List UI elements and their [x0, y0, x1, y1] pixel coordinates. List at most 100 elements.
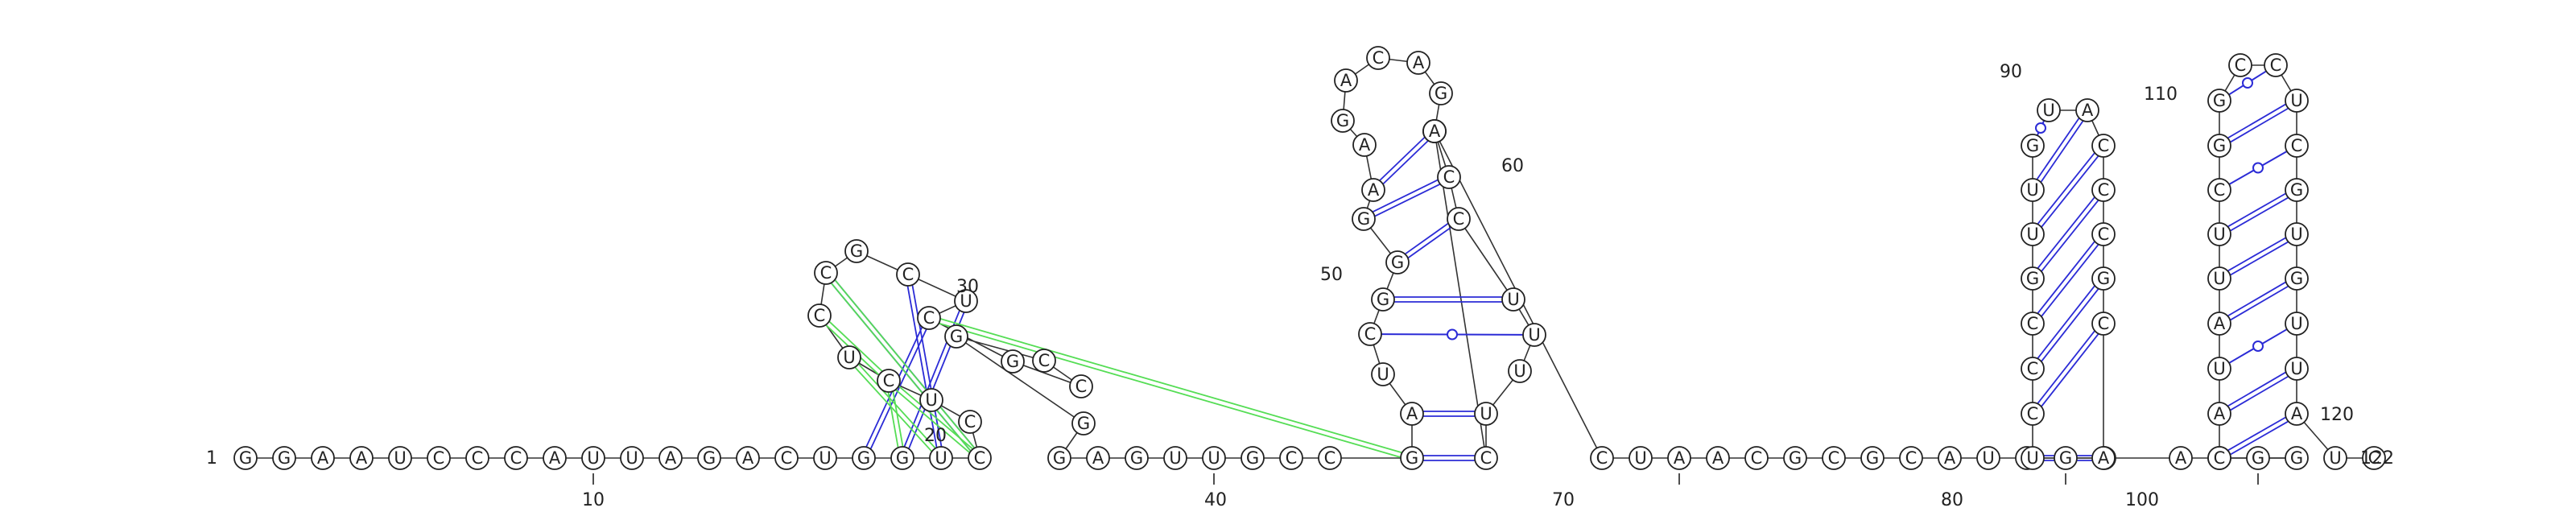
nucleotide-circle [2091, 446, 2116, 470]
nucleotide: U [2285, 312, 2309, 336]
nucleotide-letter: A [1429, 122, 1441, 141]
nucleotide-letter: U [2026, 180, 2038, 200]
nucleotide-letter: G [703, 448, 716, 468]
nucleotide-circle [1032, 349, 1056, 373]
nucleotide-letter: C [1751, 448, 1763, 468]
base-pair-bond [1374, 184, 1441, 217]
nucleotide: U [1202, 446, 1226, 470]
nucleotide-circle [2362, 446, 2386, 470]
nucleotide-letter: U [819, 448, 831, 468]
nucleotide: C [2091, 178, 2116, 202]
nucleotide-letter: C [1905, 448, 1918, 468]
nucleotide-circle [2207, 89, 2231, 113]
nucleotide: C [2264, 53, 2288, 77]
nucleotide: A [1334, 68, 1358, 93]
nucleotide-letter: A [665, 448, 677, 468]
nucleotide-circle [1318, 446, 1342, 470]
nucleotide-letter: C [964, 412, 976, 431]
nucleotide: U [581, 446, 605, 470]
nucleotide: U [2285, 222, 2309, 246]
nucleotide-letter: U [2290, 225, 2302, 244]
nucleotide-circle [929, 446, 953, 470]
nucleotide: A [2285, 402, 2309, 426]
nucleotide-circle [1334, 68, 1358, 93]
base-pair-bond [2041, 155, 2099, 228]
nucleotide-circle [2285, 89, 2309, 113]
nucleotide-letter: C [2235, 56, 2247, 75]
position-number-label: 120 [2320, 405, 2354, 425]
nucleotide-letter: C [974, 448, 986, 468]
nucleotide: C [2285, 134, 2309, 158]
position-number-label: 100 [2125, 490, 2159, 510]
position-number-label: 122 [2360, 448, 2394, 469]
nucleotide: G [1071, 411, 1096, 436]
nucleotide-letter: G [1053, 448, 1066, 468]
nucleotide: U [929, 446, 953, 470]
nucleotide-circle [1352, 133, 1377, 157]
nucleotide-letter: C [1828, 448, 1840, 468]
nucleotide-circle [877, 369, 901, 393]
nucleotide-circle [1899, 446, 1923, 470]
nucleotide: A [1361, 178, 1385, 202]
base-pair-bond [2230, 241, 2289, 276]
pseudoknot-bond [854, 366, 933, 452]
nucleotide-circle [1629, 446, 1653, 470]
wobble-pair-marker [2242, 77, 2253, 89]
nucleotide-circle [1069, 374, 1093, 398]
nucleotide-letter: U [960, 291, 972, 311]
nucleotide: C [2207, 178, 2231, 202]
nucleotide-circle [1783, 446, 1807, 470]
nucleotide-letter: G [1246, 448, 1259, 468]
nucleotide: G [2207, 134, 2231, 158]
nucleotide-letter: U [925, 390, 937, 410]
nucleotide-letter: G [239, 448, 252, 468]
nucleotide-letter: G [1866, 448, 1879, 468]
base-pair-bond [2227, 371, 2286, 407]
nucleotide: C [2021, 312, 2045, 336]
nucleotide-circle [1358, 322, 1382, 346]
base-pair-bond [2230, 420, 2289, 456]
nucleotide-circle [2246, 446, 2270, 470]
nucleotide-circle [543, 446, 567, 470]
nucleotide-letter: G [2059, 448, 2072, 468]
nucleotide-circle [1474, 402, 1498, 426]
nucleotide-letter: G [2097, 269, 2110, 288]
nucleotide-letter: C [2368, 448, 2380, 468]
nucleotide-circle [2054, 446, 2078, 470]
nucleotide-circle [1522, 323, 1546, 347]
nucleotide-circle [954, 289, 978, 313]
pseudoknot-bond [935, 410, 972, 452]
nucleotide-letter: U [2213, 225, 2225, 244]
nucleotide: U [2285, 357, 2309, 381]
nucleotide-letter: U [2329, 448, 2341, 468]
base-pair-bond [2227, 192, 2286, 228]
nucleotide-letter: U [1982, 448, 1994, 468]
base-pair-bond [2227, 416, 2286, 452]
nucleotide: U [1508, 359, 1532, 383]
nucleotide-letter: G [896, 448, 909, 468]
nucleotide: U [2021, 178, 2045, 202]
nucleotide-circle [1447, 207, 1471, 231]
nucleotide-circle [1590, 446, 1614, 470]
nucleotide-circle [1371, 287, 1395, 312]
nucleotide-letter: U [1507, 290, 1519, 309]
nucleotide-circle [1938, 446, 1962, 470]
nucleotide-circle [2285, 357, 2309, 381]
nucleotide: U [1501, 287, 1525, 312]
base-pair-bond [2041, 288, 2099, 362]
nucleotide: C [2207, 446, 2231, 470]
nucleotide: G [2285, 266, 2309, 291]
position-number-label: 80 [1941, 490, 1963, 510]
nucleotide-circle [2021, 446, 2045, 470]
nucleotide: A [1086, 446, 1110, 470]
nucleotide-circle [349, 446, 374, 470]
nucleotide: C [1358, 322, 1382, 346]
nucleotide-letter: A [1359, 135, 1371, 155]
nucleotide: U [919, 388, 943, 412]
nucleotide-circle [1352, 207, 1376, 231]
nucleotide-circle [807, 303, 832, 328]
nucleotide-letter: G [1357, 209, 1370, 229]
nucleotide-circle [1086, 446, 1110, 470]
nucleotide-circle [1976, 446, 2000, 470]
